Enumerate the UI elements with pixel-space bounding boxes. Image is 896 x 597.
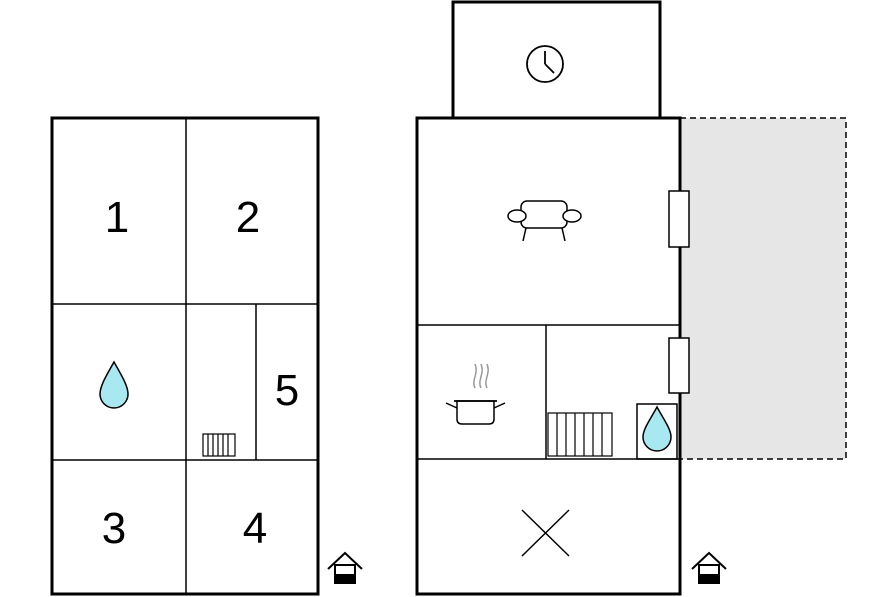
radiator-icon [202,433,236,457]
stairs-icon [691,551,727,584]
shower-cubicle [636,403,678,460]
room-label-2: 2 [236,193,260,242]
radiator-icon [547,412,613,457]
annex-outline [451,0,662,120]
water-drop-icon [642,405,672,452]
room-label-5: 5 [275,366,299,415]
stairs-icon [327,551,363,584]
room-label-4: 4 [243,504,267,553]
upper-floor: 1 2 3 4 5 [50,116,363,596]
window [668,337,690,394]
upper-floor-outline [50,116,320,596]
room-label-3: 3 [102,504,126,553]
window [668,190,690,248]
clock-icon [526,45,564,83]
cross-icon [521,509,570,557]
room-label-1: 1 [105,193,129,242]
ground-floor-outline [415,116,682,596]
cooking-pot-icon [445,363,506,425]
ground-floor [415,0,847,596]
terrace-area [679,117,847,460]
sofa-icon [507,200,582,242]
water-drop-icon [99,360,129,409]
